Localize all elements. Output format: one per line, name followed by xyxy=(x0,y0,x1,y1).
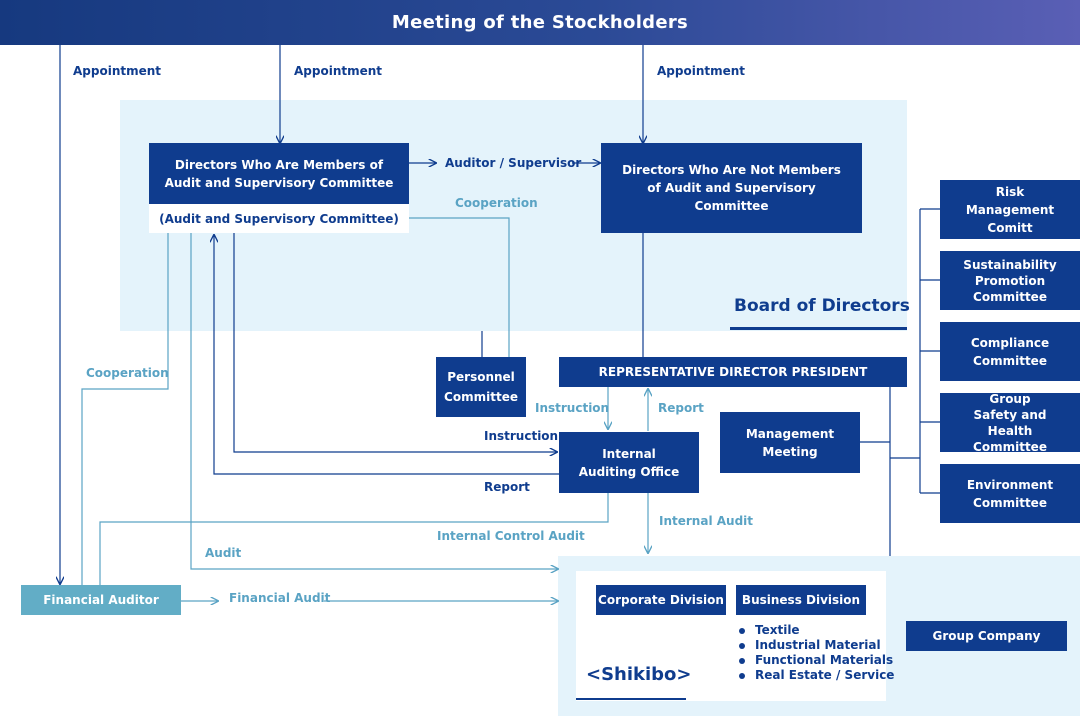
business-item: Real Estate / Service xyxy=(737,668,894,683)
audit-committee-subtitle: (Audit and Supervisory Committee) xyxy=(159,211,399,226)
business-division-box: Business Division xyxy=(736,585,866,615)
committee-sustainability: Sustainability Promotion Committee xyxy=(940,251,1080,310)
audit-committee-subtitle-box: (Audit and Supervisory Committee) xyxy=(149,204,409,233)
group-company-box: Group Company xyxy=(906,621,1067,651)
business-division-label: Business Division xyxy=(741,593,861,607)
committee-risk-management: Risk Management Comitt xyxy=(940,180,1080,239)
auditor-supervisor-label: Auditor / Supervisor xyxy=(445,156,582,170)
instruction-line-lower xyxy=(233,233,557,452)
president-label: REPRESENTATIVE DIRECTOR PRESIDENT xyxy=(598,365,868,379)
report-upper-label: Report xyxy=(658,401,704,415)
business-item: Functional Materials xyxy=(737,653,894,668)
internal-control-audit-label: Internal Control Audit xyxy=(437,529,585,543)
cooperation-left-line xyxy=(81,233,169,585)
business-division-list: Textile Industrial Material Functional M… xyxy=(737,623,894,683)
internal-audit-label: Internal Audit xyxy=(659,514,754,528)
business-item: Industrial Material xyxy=(737,638,894,653)
appointment-label-3: Appointment xyxy=(657,64,746,78)
financial-auditor-label: Financial Auditor xyxy=(43,593,159,607)
shikibo-logo: <Shikibo> xyxy=(586,664,692,685)
non-audit-directors-label: Directors Who Are Not Members of Audit a… xyxy=(622,163,841,213)
logo-underline xyxy=(576,698,686,700)
cooperation-label: Cooperation xyxy=(455,196,538,210)
stockholders-meeting-header: Meeting of the Stockholders xyxy=(0,0,1080,45)
president-box: REPRESENTATIVE DIRECTOR PRESIDENT xyxy=(559,357,907,387)
committee-risk-management-label: Risk Management Comitt xyxy=(965,184,1055,235)
committee-compliance-label: Compliance Committee xyxy=(970,335,1050,368)
committee-compliance: Compliance Committee xyxy=(940,322,1080,381)
audit-line xyxy=(190,233,558,569)
audit-committee-directors-label: Directors Who Are Members of Audit and S… xyxy=(164,157,394,190)
appointment-label-1: Appointment xyxy=(73,64,162,78)
group-company-label: Group Company xyxy=(932,629,1041,643)
cooperation-line xyxy=(409,217,510,357)
report-lower-label: Report xyxy=(484,480,530,494)
corporate-division-box: Corporate Division xyxy=(596,585,726,615)
cooperation-left-label: Cooperation xyxy=(86,366,169,380)
committee-environment-label: Environment Committee xyxy=(966,477,1054,510)
committee-safety-health-label: Group Safety and Health Committee xyxy=(973,391,1047,454)
audit-committee-directors-box: Directors Who Are Members of Audit and S… xyxy=(149,143,409,204)
committee-sustainability-label: Sustainability Promotion Committee xyxy=(963,257,1057,304)
internal-control-audit-line xyxy=(99,493,609,585)
committee-safety-health: Group Safety and Health Committee xyxy=(940,391,1080,454)
appointment-label-2: Appointment xyxy=(294,64,383,78)
instruction-lower-label: Instruction xyxy=(484,429,559,443)
financial-auditor-box: Financial Auditor xyxy=(21,585,181,615)
instruction-upper-label: Instruction xyxy=(535,401,610,415)
committee-environment: Environment Committee xyxy=(940,464,1080,523)
personnel-committee-label: Personnel Committee xyxy=(444,370,518,404)
internal-auditing-office-box: Internal Auditing Office xyxy=(559,432,699,493)
financial-audit-label: Financial Audit xyxy=(229,591,331,605)
internal-auditing-office-label: Internal Auditing Office xyxy=(578,446,680,479)
corporate-division-label: Corporate Division xyxy=(598,593,724,607)
board-title: Board of Directors xyxy=(734,296,910,316)
management-meeting-label: Management Meeting xyxy=(745,426,835,459)
report-line-lower xyxy=(214,235,559,475)
management-meeting-box: Management Meeting xyxy=(720,412,860,473)
non-audit-directors-box: Directors Who Are Not Members of Audit a… xyxy=(601,143,862,233)
personnel-committee-box: Personnel Committee xyxy=(436,357,526,417)
business-item: Textile xyxy=(737,623,894,638)
header-title: Meeting of the Stockholders xyxy=(391,12,689,33)
board-title-underline xyxy=(730,327,907,330)
audit-label: Audit xyxy=(205,546,242,560)
